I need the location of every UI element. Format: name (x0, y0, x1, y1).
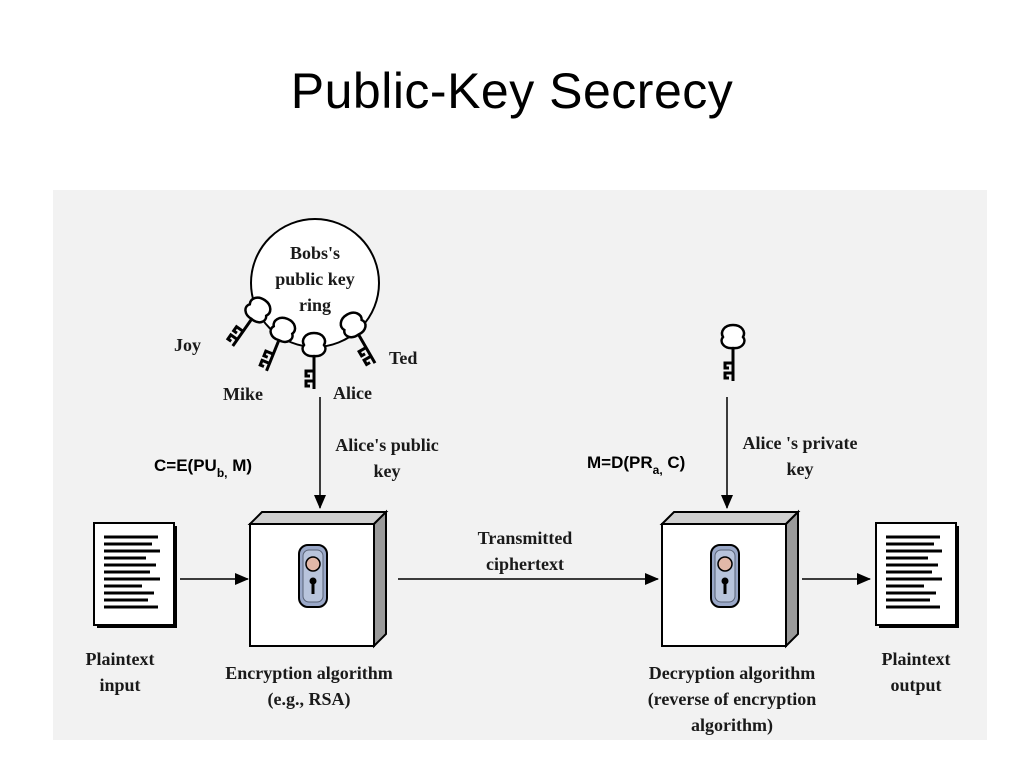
plaintext-input-label-line-1: Plaintext (86, 649, 155, 669)
decryption-formula: M=D(PRa, C) (587, 453, 685, 477)
encryption-label-line-2: (e.g., RSA) (268, 689, 351, 710)
private-key-label-line-1: Alice 's private (743, 433, 858, 453)
private-key-label-line-2: key (787, 459, 814, 479)
encryption-label-line-1: Encryption algorithm (225, 663, 393, 683)
alice-key-icon (301, 331, 327, 391)
plaintext-input-label-line-2: input (99, 675, 140, 695)
plaintext-input-document-icon (92, 521, 179, 630)
plaintext-output-label-line-1: Plaintext (882, 649, 951, 669)
decryption-label-line-2: (reverse of encryption (648, 689, 817, 710)
key-name-mike: Mike (223, 384, 263, 404)
plaintext-output-label-line-2: output (890, 675, 941, 695)
decryption-label-line-3: algorithm) (691, 715, 773, 736)
key-ring-label-line-2: public key (275, 269, 355, 289)
encryption-algorithm-box (249, 511, 387, 647)
decryption-algorithm-box (661, 511, 799, 647)
slide-title: Public-Key Secrecy (290, 63, 734, 119)
key-name-joy: Joy (174, 335, 201, 355)
private-key-icon (720, 323, 746, 383)
key-ring-label-line-1: Bobs's (290, 243, 340, 263)
encryption-formula: C=E(PUb, M) (154, 456, 252, 480)
public-key-label-line-1: Alice's public (335, 435, 439, 455)
mike-key-icon (254, 313, 300, 377)
transmitted-label-line-2: ciphertext (486, 554, 564, 574)
plaintext-output-document-icon (874, 521, 961, 630)
diagram-panel (53, 190, 987, 740)
public-key-label-line-2: key (374, 461, 401, 481)
key-name-ted: Ted (389, 348, 417, 368)
key-name-alice: Alice (333, 383, 372, 403)
transmitted-label-line-1: Transmitted (478, 528, 573, 548)
key-ring-label-line-3: ring (299, 295, 331, 315)
decryption-label-line-1: Decryption algorithm (649, 663, 815, 683)
